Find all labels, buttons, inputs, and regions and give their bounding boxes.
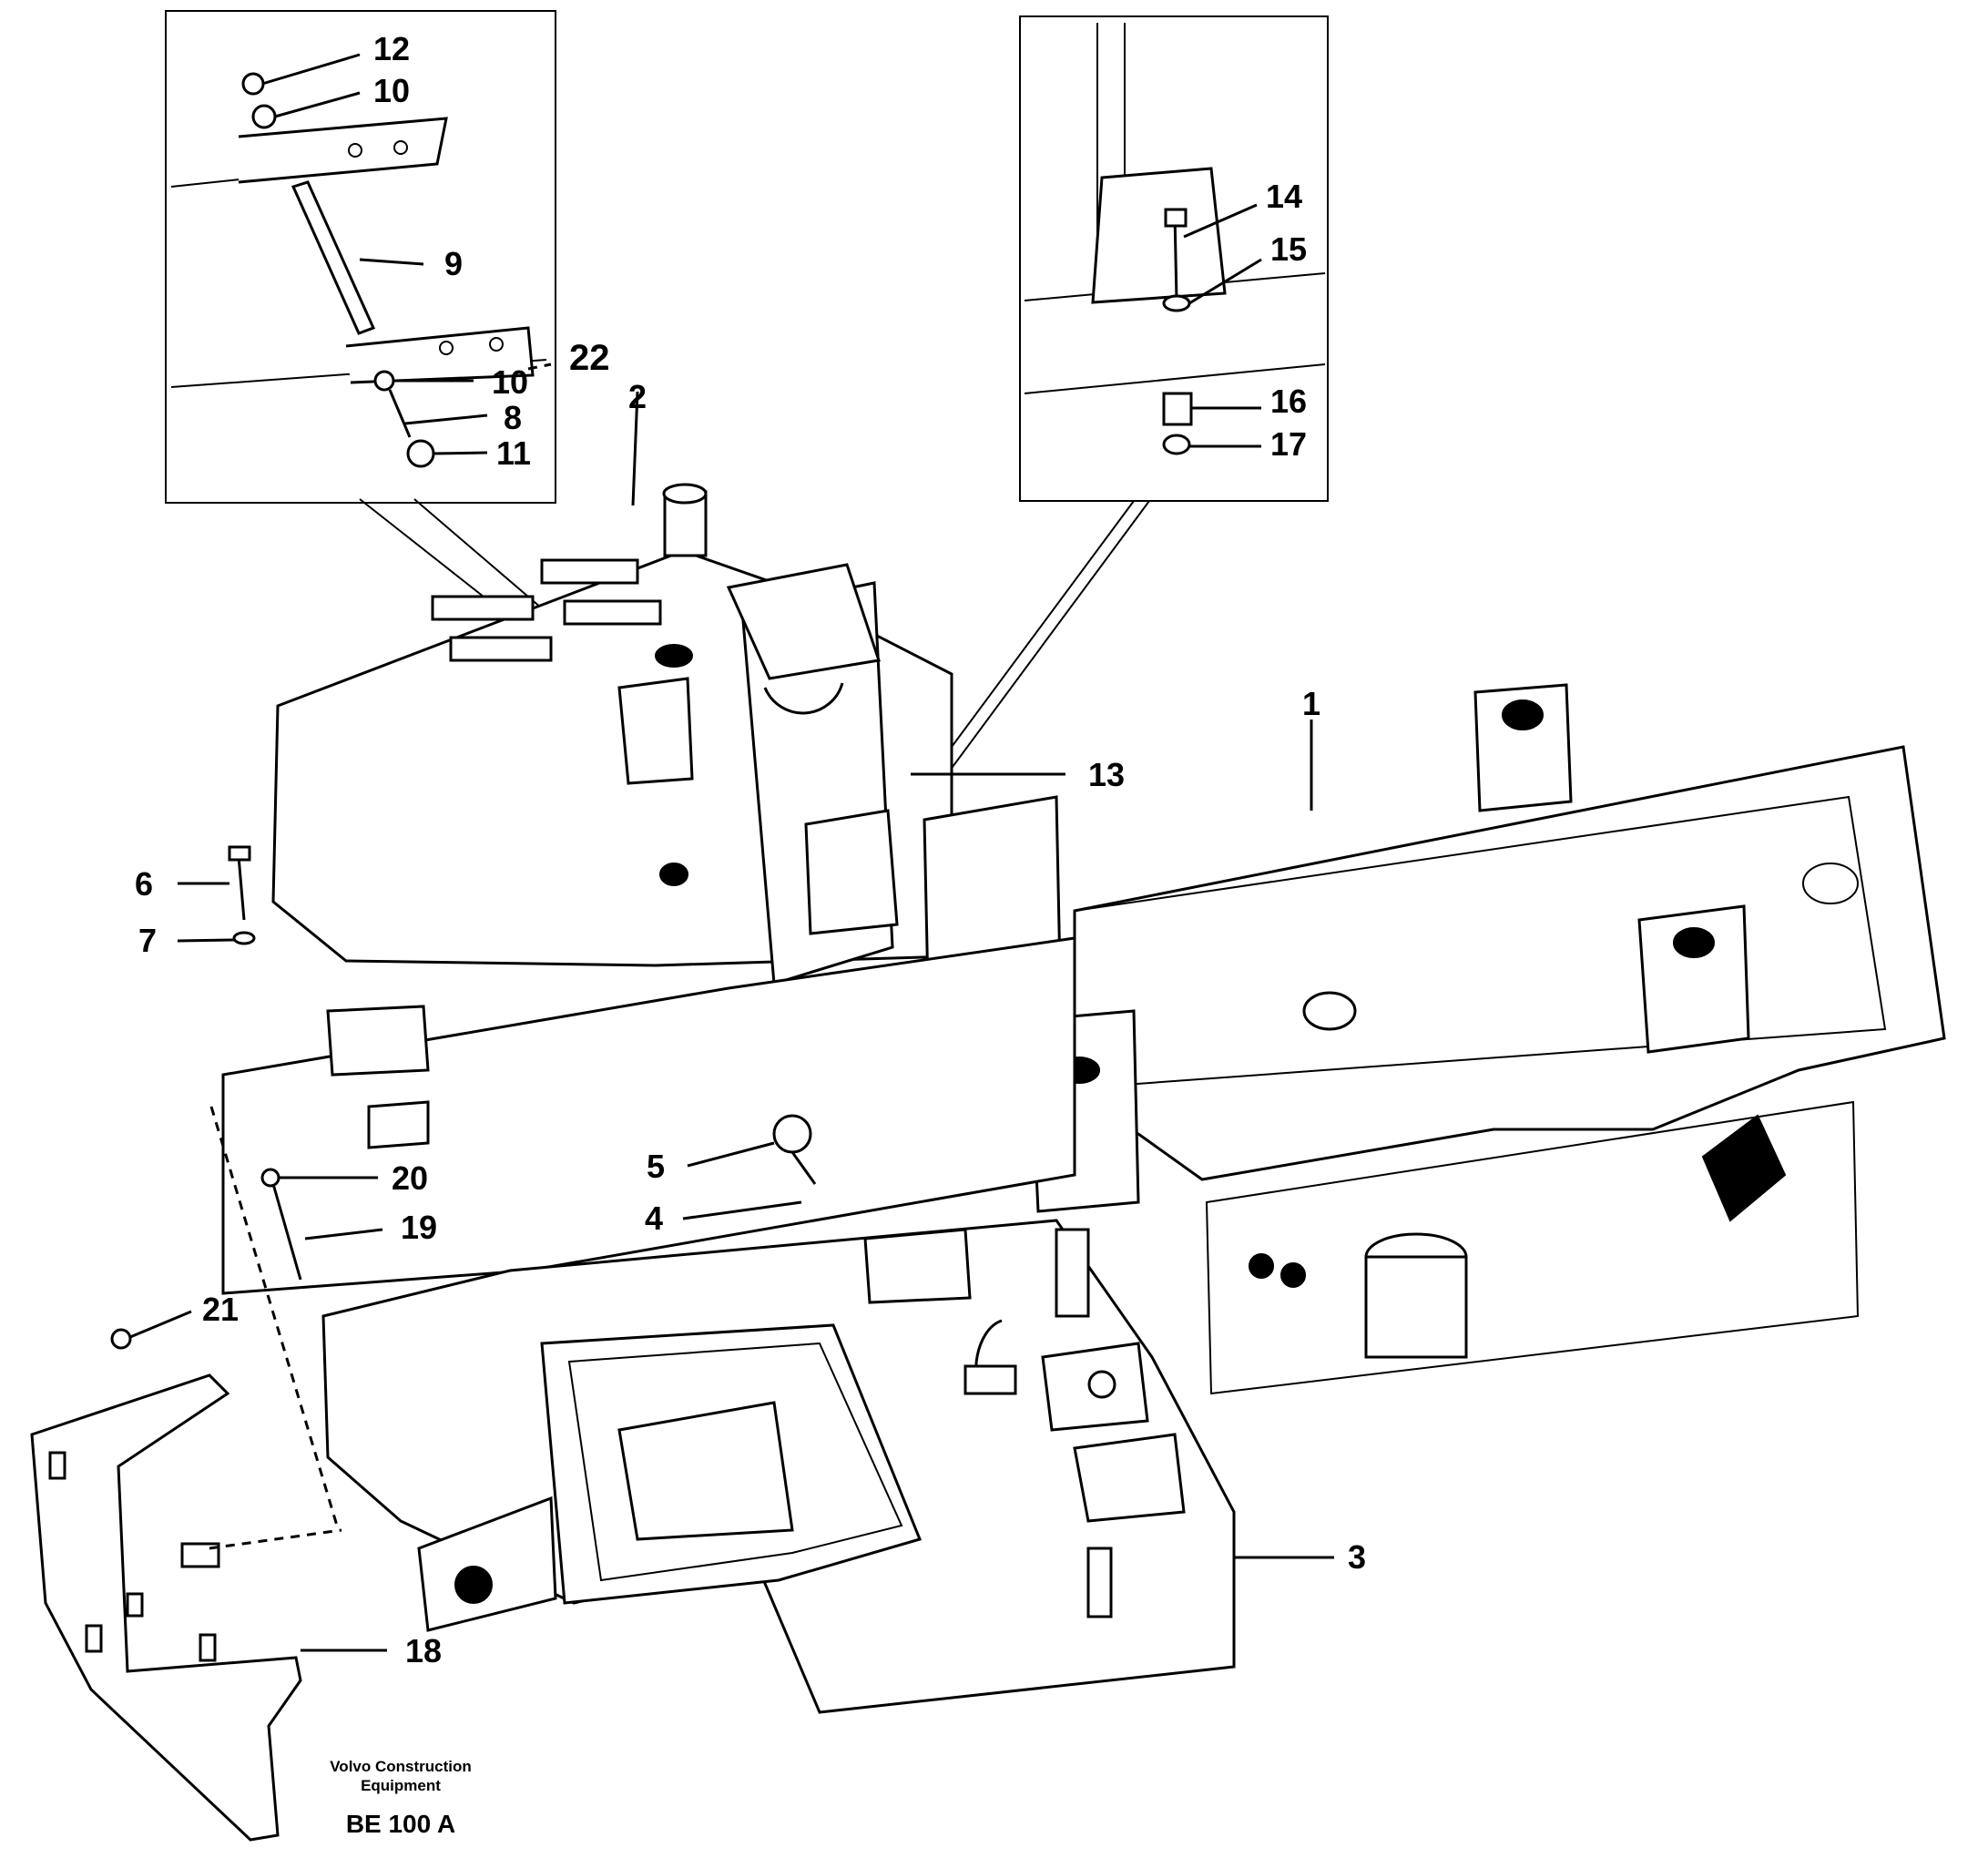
grille-3 <box>449 636 553 662</box>
grille-2 <box>540 558 639 585</box>
main-frame-part-1 <box>1027 683 1946 1395</box>
callout-labels: 12 10 9 22 10 8 11 2 14 15 16 17 1 13 6 … <box>135 30 1366 1669</box>
washer-part-20 <box>260 1168 280 1188</box>
callout-20: 20 <box>392 1159 428 1197</box>
callout-15: 15 <box>1270 230 1307 268</box>
callout-14: 14 <box>1266 178 1302 215</box>
callout-11: 11 <box>496 434 531 472</box>
callout-6: 6 <box>135 865 153 903</box>
lower-frame <box>221 845 1076 1295</box>
washer-part-7 <box>232 931 256 945</box>
washer-part-15 <box>1162 294 1191 312</box>
bolt-part-5 <box>790 1151 817 1185</box>
bracket-plate <box>1091 167 1227 304</box>
callout-3: 3 <box>1348 1538 1366 1576</box>
callout-16: 16 <box>1270 383 1307 420</box>
inset-gas-spring-detail <box>165 10 556 504</box>
callout-19: 19 <box>401 1209 437 1246</box>
callout-5: 5 <box>647 1148 665 1185</box>
pillar-rear-right <box>1637 904 1750 1054</box>
inset-mounting-detail <box>1019 15 1329 502</box>
caption-company-line2: Equipment <box>361 1777 441 1794</box>
callout-17: 17 <box>1270 425 1307 463</box>
diagram-caption: Volvo Construction Equipment BE 100 A <box>330 1758 472 1838</box>
callout-1: 1 <box>1302 685 1320 722</box>
callout-8: 8 <box>504 399 522 436</box>
callout-18: 18 <box>405 1632 442 1669</box>
pillar-rear-left <box>1473 683 1573 812</box>
callout-7: 7 <box>138 922 157 959</box>
callout-10-top: 10 <box>373 72 410 109</box>
washer-part-10-top <box>251 104 277 129</box>
nut-part-11 <box>406 439 435 468</box>
screw-part-19 <box>271 1183 302 1281</box>
screw-part-21 <box>110 1328 132 1350</box>
gas-spring-part-9 <box>291 180 376 335</box>
nut-part-17 <box>1162 434 1191 455</box>
callout-leaders <box>129 53 1334 1652</box>
grille-1 <box>431 595 535 621</box>
callout-9: 9 <box>444 245 463 282</box>
callout-22: 22 <box>569 338 610 378</box>
callout-13: 13 <box>1088 756 1125 793</box>
bolt-part-14 <box>1173 213 1178 301</box>
bolt-part-12 <box>241 72 265 96</box>
callout-21: 21 <box>202 1291 239 1328</box>
callout-12: 12 <box>373 30 410 67</box>
screw-part-8 <box>388 389 412 438</box>
console-part-3 <box>321 1219 1236 1714</box>
spacer-part-16 <box>1162 392 1193 426</box>
caption-drawing-code: BE 100 A <box>346 1810 455 1838</box>
bolt-part-6 <box>237 855 246 921</box>
caption-company-line1: Volvo Construction <box>330 1758 472 1775</box>
callout-4: 4 <box>645 1200 663 1237</box>
guard-plate-part-18 <box>30 1328 302 1842</box>
callout-2: 2 <box>628 378 647 415</box>
grille-4 <box>563 599 662 626</box>
callout-10-bottom: 10 <box>492 363 528 401</box>
washer-part-10-bottom <box>373 370 395 392</box>
